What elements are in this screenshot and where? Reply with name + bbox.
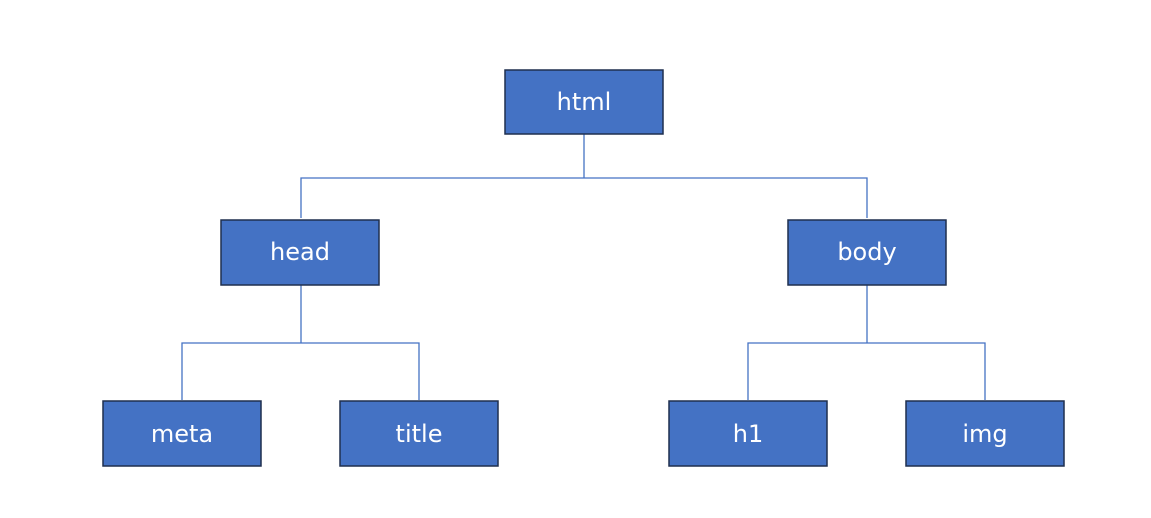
connector-body-h1-img-bar <box>747 342 986 400</box>
node-title: title <box>339 400 499 467</box>
node-head-label: head <box>270 238 330 266</box>
node-meta: meta <box>102 400 262 467</box>
node-img: img <box>905 400 1065 467</box>
connectors <box>181 134 986 400</box>
node-html-label: html <box>557 88 612 116</box>
node-h1-label: h1 <box>733 420 763 448</box>
node-html: html <box>504 69 664 135</box>
node-title-box <box>339 400 499 467</box>
node-head-box <box>220 219 380 286</box>
node-h1-box <box>668 400 828 467</box>
node-html-box <box>504 69 664 135</box>
connector-head-meta-title-bar <box>181 342 420 400</box>
node-h1: h1 <box>668 400 828 467</box>
node-title-label: title <box>396 420 443 448</box>
node-meta-box <box>102 400 262 467</box>
node-meta-label: meta <box>151 420 213 448</box>
connector-html-head-body-bar <box>300 177 868 218</box>
node-body-label: body <box>837 238 896 266</box>
node-img-label: img <box>962 420 1007 448</box>
node-body: body <box>787 219 947 286</box>
node-body-box <box>787 219 947 286</box>
node-img-box <box>905 400 1065 467</box>
node-head: head <box>220 219 380 286</box>
